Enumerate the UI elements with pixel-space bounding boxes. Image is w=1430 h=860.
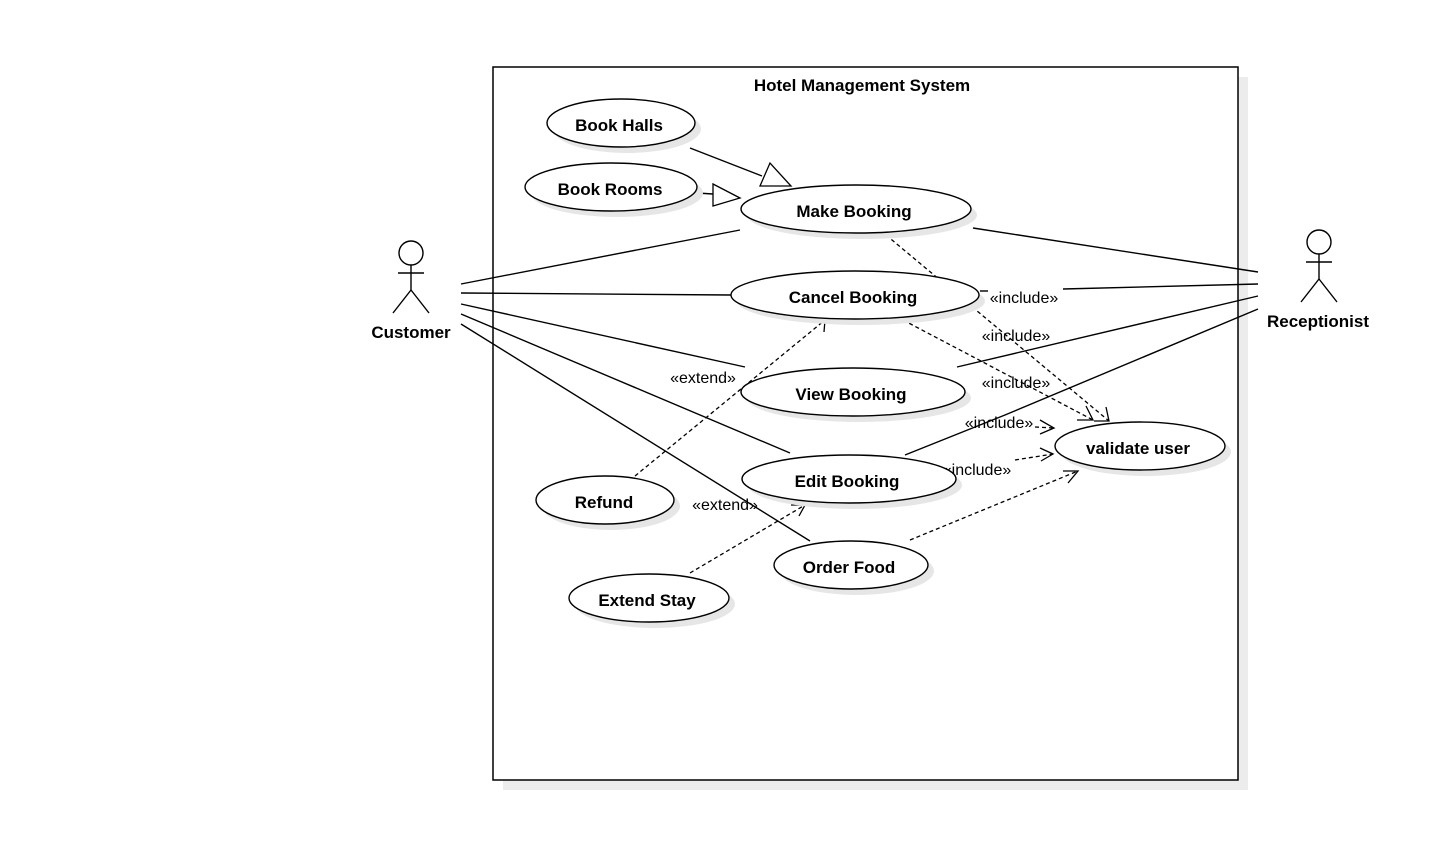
use-case-label-make-booking: Make Booking <box>796 202 911 221</box>
label-extend-stay: «extend» <box>692 497 758 514</box>
receptionist-associations <box>904 227 1259 456</box>
use-case-refund: Refund <box>535 475 680 530</box>
use-case-label-edit-booking: Edit Booking <box>795 472 900 491</box>
system-title: Hotel Management System <box>754 76 970 95</box>
actor-receptionist: Receptionist <box>1267 229 1369 331</box>
label-include-cancel-booking: «include» <box>982 375 1051 392</box>
include-edit-booking-a-arrowhead <box>1039 419 1056 435</box>
gen-book-rooms-arrowhead <box>712 182 742 207</box>
actor-label-customer: Customer <box>371 323 451 342</box>
stereotype-labels: «include» «include» «include» «include» … <box>670 290 1058 514</box>
stick-figure-icon <box>1300 229 1338 303</box>
label-extend-refund: «extend» <box>670 370 736 387</box>
include-cancel-booking-validate <box>902 319 1094 421</box>
include-edit-booking-b-arrowhead <box>1039 447 1055 462</box>
use-case-make-booking: Make Booking <box>740 184 977 239</box>
use-case-label-view-booking: View Booking <box>795 385 906 404</box>
generalizations <box>689 147 793 207</box>
use-case-view-booking: View Booking <box>740 367 971 422</box>
include-make-booking-validate <box>885 234 1110 422</box>
use-case-label-refund: Refund <box>575 493 634 512</box>
label-include-make-booking: «include» <box>982 328 1051 345</box>
label-include-edit-booking-a: «include» <box>965 415 1034 432</box>
assoc-customer-edit-booking <box>460 313 791 454</box>
label-include-receptionist-cancel: «include» <box>990 290 1059 307</box>
assoc-customer-view-booking <box>460 303 746 368</box>
include-edit-booking-validate-a <box>1034 426 1055 429</box>
assoc-receptionist-cancel-booking <box>1062 283 1259 290</box>
use-case-label-extend-stay: Extend Stay <box>598 591 696 610</box>
use-case-edit-booking: Edit Booking <box>741 454 962 509</box>
include-order-food-validate <box>909 470 1079 541</box>
label-include-edit-booking-b: «include» <box>943 462 1012 479</box>
gen-book-halls-line <box>689 147 763 177</box>
use-case-label-book-halls: Book Halls <box>575 116 663 135</box>
extend-refund-cancel <box>634 319 826 477</box>
use-case-label-validate-user: validate user <box>1086 439 1190 458</box>
include-cancel-booking-arrowhead <box>1077 405 1095 421</box>
customer-associations <box>460 229 811 542</box>
use-case-extend-stay: Extend Stay <box>568 573 735 628</box>
use-case-book-halls: Book Halls <box>546 98 701 153</box>
assoc-customer-order-food <box>460 323 811 542</box>
use-case-label-cancel-booking: Cancel Booking <box>789 288 917 307</box>
include-order-food-arrowhead <box>1063 470 1080 484</box>
use-case-book-rooms: Book Rooms <box>524 162 703 217</box>
actor-customer: Customer <box>371 240 451 342</box>
assoc-receptionist-view-booking <box>956 295 1259 368</box>
assoc-receptionist-make-booking <box>972 227 1259 273</box>
stick-figure-icon <box>392 240 430 314</box>
include-make-booking-arrowhead <box>1094 406 1110 422</box>
assoc-receptionist-edit-booking <box>904 308 1259 456</box>
use-case-validate-user: validate user <box>1054 421 1231 476</box>
actor-label-receptionist: Receptionist <box>1267 312 1369 331</box>
use-case-order-food: Order Food <box>773 540 934 595</box>
assoc-customer-make-booking <box>460 229 741 285</box>
extend-stay-edit <box>689 504 806 574</box>
use-case-label-order-food: Order Food <box>803 558 896 577</box>
assoc-customer-cancel-booking <box>460 292 732 296</box>
use-case-label-book-rooms: Book Rooms <box>558 180 663 199</box>
use-case-cancel-booking: Cancel Booking <box>730 270 985 325</box>
gen-book-halls-arrowhead <box>759 161 793 187</box>
dependencies <box>634 234 1110 574</box>
